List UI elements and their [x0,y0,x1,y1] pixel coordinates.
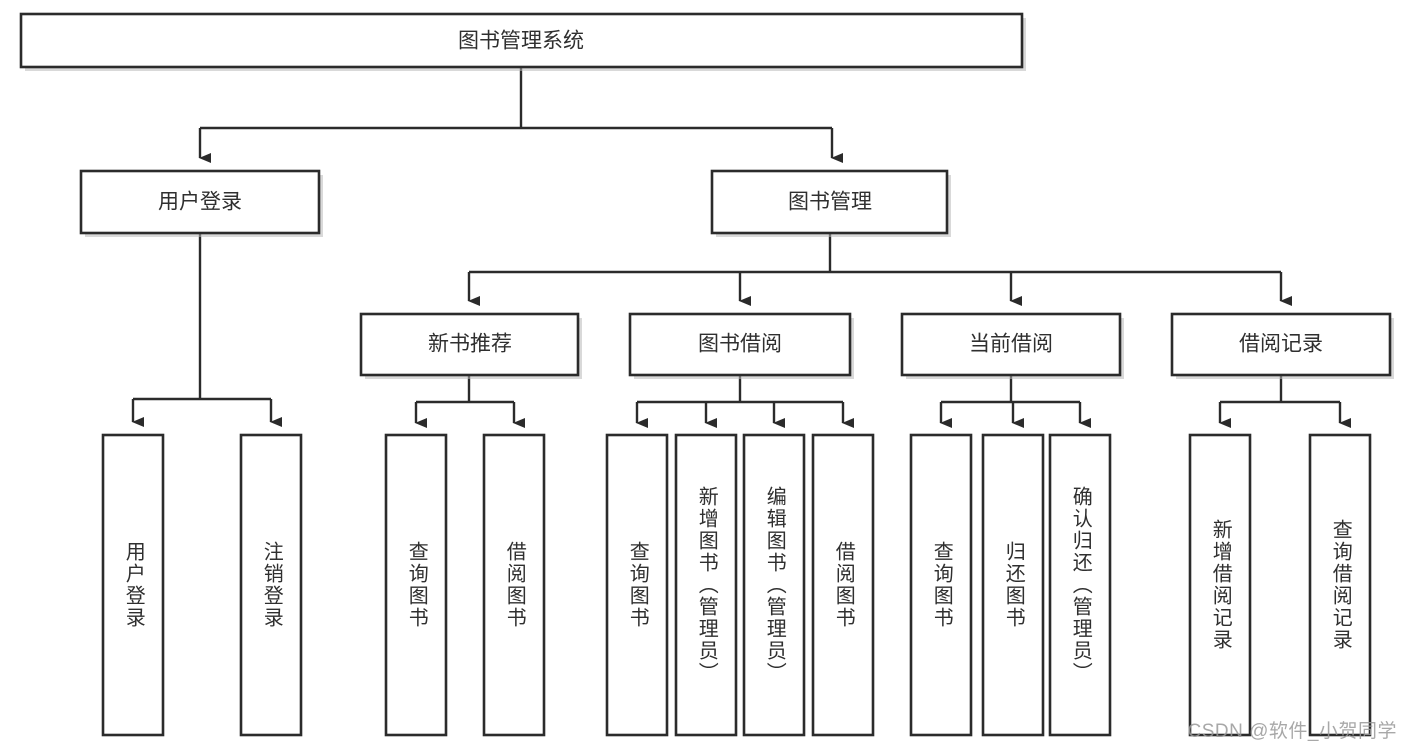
leaf-box-add-book-admin[interactable] [674,433,738,737]
edge-group-user-login [131,233,282,427]
node-book-management[interactable]: 图书管理 [710,169,951,237]
node-new-book-recommend[interactable]: 新书推荐 [359,312,582,379]
edge-group-book-borrow [635,375,854,428]
node-borrow-records[interactable]: 借阅记录 [1170,312,1394,379]
node-book-management-label: 图书管理 [788,191,872,214]
edge-group-book-management [467,233,1292,306]
leaf-box-edit-book-admin[interactable] [742,433,806,737]
leaf-box-query-record[interactable] [1308,433,1372,737]
edge-group-current-borrow [939,375,1091,428]
leaf-box-return-books[interactable] [981,433,1045,737]
edge-group-borrow-records [1218,375,1351,428]
leaf-box-borrow-books-brw[interactable] [811,433,875,737]
leaf-box-query-books-rec[interactable] [384,433,448,737]
leaf-box-query-books-cur[interactable] [909,433,973,737]
node-borrow-records-label: 借阅记录 [1239,333,1323,356]
node-current-borrow[interactable]: 当前借阅 [900,312,1124,379]
leaf-box-borrow-books-rec[interactable] [482,433,546,737]
node-new-book-recommend-label: 新书推荐 [428,333,512,356]
watermark-text: CSDN @软件_小贺同学 [1187,721,1397,742]
leaf-box-logout[interactable] [239,433,303,737]
node-user-login-label: 用户登录 [158,191,242,214]
edge-group-root [198,67,843,163]
leaf-box-user-login[interactable] [101,433,165,737]
node-root-system[interactable]: 图书管理系统 [19,12,1026,71]
leaf-box-add-record[interactable] [1188,433,1252,737]
edge-group-new-book-recommend [414,375,525,428]
leaf-box-query-books-brw[interactable] [605,433,669,737]
leaf-box-confirm-return[interactable] [1048,433,1112,737]
node-user-login[interactable]: 用户登录 [79,169,323,237]
leaf-boxes [101,433,1372,737]
node-book-borrow-label: 图书借阅 [698,333,782,356]
node-root-label: 图书管理系统 [458,30,584,53]
node-current-borrow-label: 当前借阅 [969,333,1053,356]
node-book-borrow[interactable]: 图书借阅 [628,312,854,379]
